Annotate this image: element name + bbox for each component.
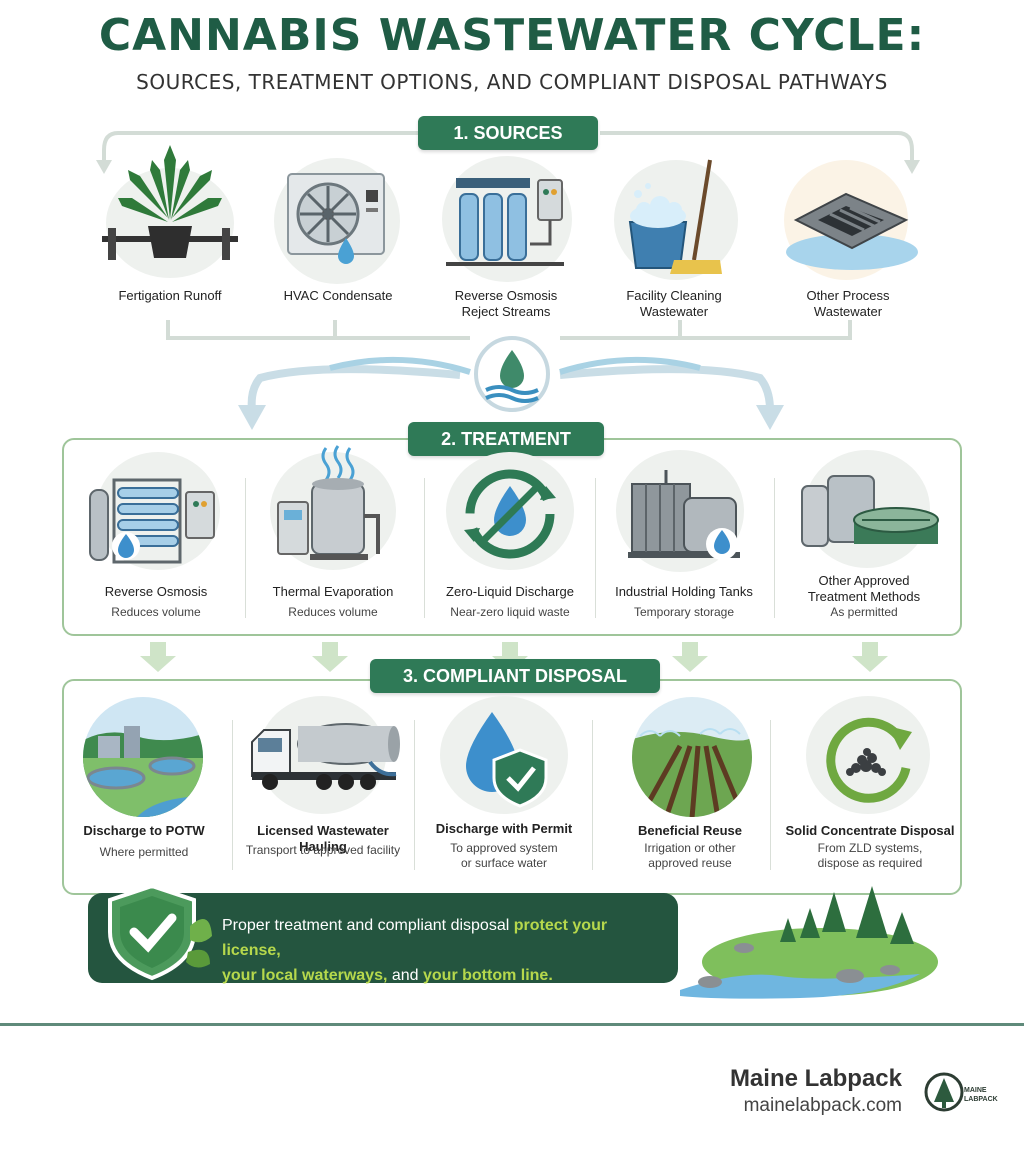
treatment-label: Reverse Osmosis: [104, 584, 208, 599]
banner-text: Proper treatment and compliant disposal …: [222, 913, 662, 988]
source-label-fertigation: Fertigation Runoff: [118, 288, 222, 303]
brand-block: Maine Labpack mainelabpack.com: [730, 1065, 902, 1117]
divider: [774, 478, 775, 618]
disposal-label: Beneficial Reuse: [637, 823, 743, 838]
disposal-sub: Where permitted: [99, 845, 189, 859]
svg-text:LABPACK: LABPACK: [964, 1096, 998, 1103]
disposal-heading: 3. COMPLIANT DISPOSAL PATHWAYS: [370, 659, 660, 720]
mop-bucket-icon: [628, 159, 722, 274]
treatment-label: Thermal Evaporation: [272, 584, 394, 599]
treatment-sub: Reduces volume: [288, 605, 378, 619]
brand-name: Maine Labpack: [729, 1065, 902, 1092]
treatment-heading: 2. TREATMENT OPTIONS: [408, 422, 604, 483]
divider: [245, 478, 246, 618]
solid-recycle-icon: [826, 717, 912, 803]
disposal-label: Licensed Wastewater Hauling: [257, 823, 389, 854]
brand-logo-icon: MAINE LABPACK: [924, 1072, 998, 1112]
water-shield-icon: [466, 712, 548, 808]
holding-tank-icon: [628, 470, 740, 560]
ro-unit-icon: [89, 478, 215, 564]
page-subtitle: SOURCES, TREATMENT OPTIONS, AND COMPLIAN…: [136, 70, 888, 94]
treatment-label: Industrial Holding Tanks: [615, 584, 753, 599]
disposal-sub: From ZLD systems, dispose as required: [817, 841, 923, 870]
banner-highlight: your local waterways,: [222, 967, 388, 984]
banner-text-part: and: [387, 967, 423, 984]
divider: [595, 478, 596, 618]
floor-drain-icon: [786, 192, 918, 270]
river-landscape-icon: [680, 886, 938, 999]
source-label-ro: Reverse Osmosis Reject Streams: [454, 288, 558, 319]
treatment-plant-icon: [801, 475, 939, 547]
tanker-truck-icon: [251, 723, 400, 790]
sources-heading: 1. SOURCES: [418, 116, 598, 150]
source-label-hvac: HVAC Condensate: [283, 288, 393, 303]
treatment-label: Other Approved Treatment Methods: [807, 573, 921, 604]
divider: [232, 720, 233, 870]
disposal-label: Discharge with Permit: [435, 821, 573, 836]
treatment-sub: Reduces volume: [111, 605, 201, 619]
treatment-sub: Near-zero liquid waste: [450, 605, 570, 619]
disposal-sub: Irrigation or other approved reuse: [644, 841, 736, 870]
hvac-unit-icon: [287, 173, 385, 264]
page-title: CANNABIS WASTEWATER CYCLE:: [98, 10, 926, 61]
shield-check-icon: [108, 883, 212, 981]
divider: [414, 720, 415, 870]
ro-system-icon: [446, 178, 564, 266]
banner-highlight: protect your license,: [222, 917, 608, 959]
source-label-cleaning: Facility Cleaning Wastewater: [626, 288, 722, 319]
potw-icon: [83, 697, 203, 817]
divider: [770, 720, 771, 870]
source-label-other: Other Process Wastewater: [806, 288, 890, 319]
treatment-sub: As permitted: [830, 605, 898, 619]
footer-divider: [0, 1023, 1024, 1026]
banner-text-part: Proper treatment and compliant disposal: [222, 917, 514, 934]
treatment-label: Zero-Liquid Discharge: [446, 584, 574, 599]
divider: [592, 720, 593, 870]
disposal-sub: Transport to approved facility: [245, 843, 401, 857]
disposal-label: Discharge to POTW: [83, 823, 205, 838]
evaporator-icon: [277, 445, 380, 560]
treatment-sub: Temporary storage: [633, 605, 735, 619]
disposal-label: Solid Concentrate Disposal: [785, 823, 955, 838]
zld-icon: [464, 469, 556, 559]
brand-url[interactable]: mainelabpack.com: [743, 1095, 902, 1116]
divider: [424, 478, 425, 618]
disposal-sub: To approved system or surface water: [450, 841, 558, 870]
svg-text:MAINE: MAINE: [964, 1087, 987, 1094]
irrigation-field-icon: [632, 697, 752, 817]
cannabis-plant-icon: [102, 145, 238, 260]
banner-highlight: your bottom line.: [423, 967, 553, 984]
